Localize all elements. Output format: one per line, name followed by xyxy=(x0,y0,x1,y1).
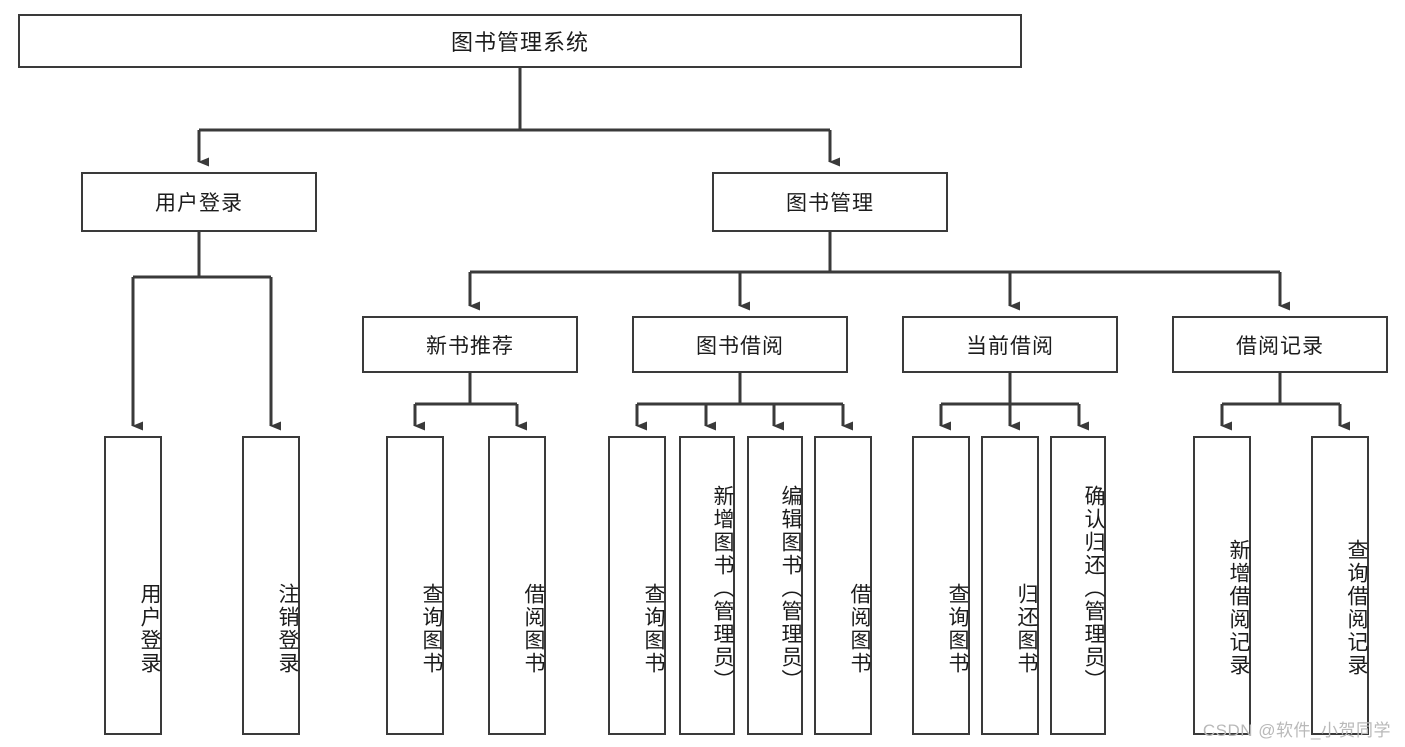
node-root-book-management-system[interactable]: 图书管理系统 xyxy=(18,14,1022,68)
node-book-manage[interactable]: 图书管理 xyxy=(712,172,948,232)
node-label: 查询图书 xyxy=(420,582,443,675)
node-label: 图书管理 xyxy=(786,192,874,215)
node-leaf-borrow-book-2[interactable]: 借阅图书 xyxy=(814,436,872,735)
node-label: 查询图书 xyxy=(946,582,969,675)
node-label: 借阅记录 xyxy=(1236,334,1324,358)
node-book-borrow[interactable]: 图书借阅 xyxy=(632,316,848,373)
node-label: 用户登录 xyxy=(155,192,243,215)
node-borrow-record[interactable]: 借阅记录 xyxy=(1172,316,1388,373)
node-leaf-edit-book[interactable]: 编辑图书（管理员） xyxy=(747,436,803,735)
node-label: 新增图书（管理员） xyxy=(711,485,734,692)
node-label: 用户登录 xyxy=(138,582,161,675)
node-current-borrow[interactable]: 当前借阅 xyxy=(902,316,1118,373)
node-label: 查询图书 xyxy=(642,582,665,675)
node-leaf-query-record[interactable]: 查询借阅记录 xyxy=(1311,436,1369,735)
node-user-login[interactable]: 用户登录 xyxy=(81,172,317,232)
node-label: 借阅图书 xyxy=(522,582,545,675)
node-label: 编辑图书（管理员） xyxy=(779,485,802,692)
node-label: 当前借阅 xyxy=(966,334,1054,358)
node-leaf-user-login[interactable]: 用户登录 xyxy=(104,436,162,735)
node-leaf-return-book[interactable]: 归还图书 xyxy=(981,436,1039,735)
node-leaf-add-book[interactable]: 新增图书（管理员） xyxy=(679,436,735,735)
node-label: 归还图书 xyxy=(1015,582,1038,675)
node-label: 查询借阅记录 xyxy=(1345,538,1368,677)
node-label: 图书借阅 xyxy=(696,334,784,358)
node-leaf-query-book-1[interactable]: 查询图书 xyxy=(386,436,444,735)
node-leaf-query-book-2[interactable]: 查询图书 xyxy=(608,436,666,735)
node-label: 图书管理系统 xyxy=(450,30,589,55)
node-leaf-add-record[interactable]: 新增借阅记录 xyxy=(1193,436,1251,735)
node-leaf-logout-login[interactable]: 注销登录 xyxy=(242,436,300,735)
csdn-watermark: CSDN @软件_小贺同学 xyxy=(1202,721,1391,740)
node-new-book-recommend[interactable]: 新书推荐 xyxy=(362,316,578,373)
node-leaf-borrow-book-1[interactable]: 借阅图书 xyxy=(488,436,546,735)
node-label: 新增借阅记录 xyxy=(1227,538,1250,677)
node-label: 借阅图书 xyxy=(848,582,871,675)
node-leaf-query-book-3[interactable]: 查询图书 xyxy=(912,436,970,735)
node-leaf-confirm-return[interactable]: 确认归还（管理员） xyxy=(1050,436,1106,735)
node-label: 新书推荐 xyxy=(426,334,514,358)
node-label: 确认归还（管理员） xyxy=(1082,485,1105,692)
node-label: 注销登录 xyxy=(276,582,299,675)
